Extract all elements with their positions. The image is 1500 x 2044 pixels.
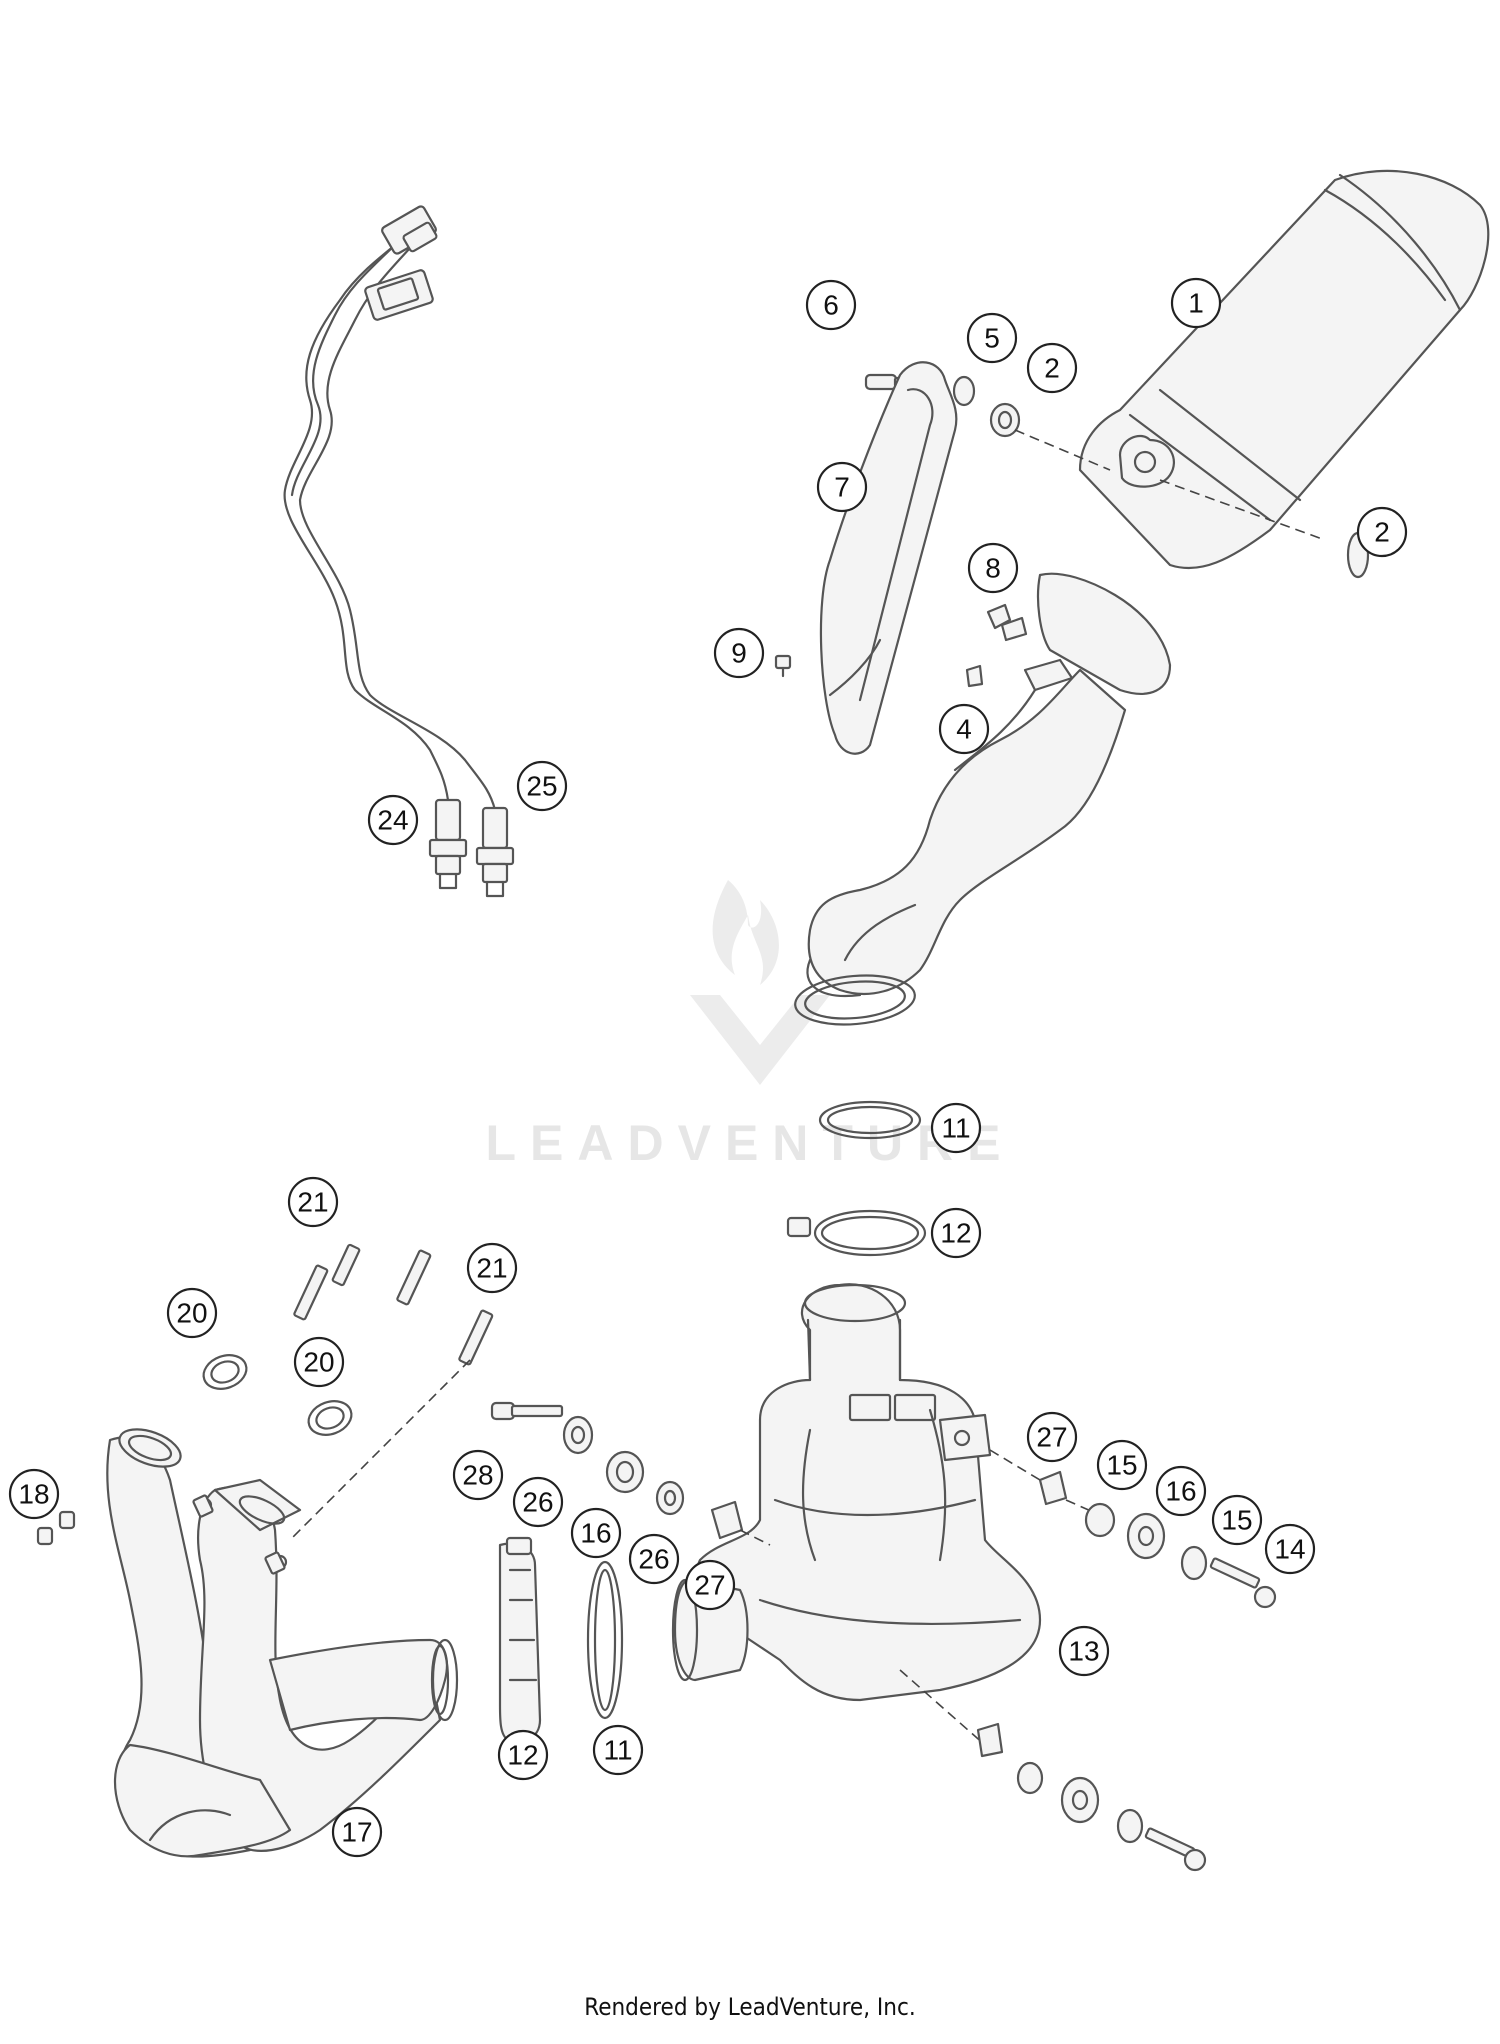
- svg-text:21: 21: [476, 1253, 507, 1284]
- callout-20: 20: [166, 1287, 218, 1339]
- callout-4: 4: [938, 703, 990, 755]
- callout-25: 25: [516, 760, 568, 812]
- svg-text:8: 8: [985, 553, 1001, 584]
- svg-text:17: 17: [341, 1817, 372, 1848]
- callout-12: 12: [930, 1207, 982, 1259]
- callout-21: 21: [287, 1176, 339, 1228]
- callout-21: 21: [466, 1242, 518, 1294]
- box-mount-hardware-lower: [899, 1669, 1207, 1872]
- svg-text:1: 1: [1188, 288, 1204, 319]
- callout-8: 8: [967, 542, 1019, 594]
- footer-credit: Rendered by LeadVenture, Inc.: [584, 1993, 916, 2021]
- leadventure-watermark: LEADVENTURE: [485, 880, 1014, 1171]
- lambda-sensor-harness: [283, 205, 515, 898]
- svg-text:24: 24: [377, 805, 408, 836]
- box-mount-hardware-left: [490, 1401, 771, 1546]
- svg-text:14: 14: [1274, 1534, 1305, 1565]
- header-nuts: [36, 1510, 76, 1546]
- svg-text:9: 9: [731, 638, 747, 669]
- svg-text:11: 11: [941, 1113, 970, 1144]
- header-pipe: [106, 1428, 459, 1858]
- svg-text:16: 16: [580, 1518, 611, 1549]
- svg-text:2: 2: [1374, 517, 1390, 548]
- svg-text:26: 26: [522, 1487, 553, 1518]
- rear-silencer: [794, 169, 1490, 1026]
- callout-6: 6: [805, 279, 857, 331]
- callout-15: 15: [1096, 1439, 1148, 1491]
- svg-text:18: 18: [18, 1479, 49, 1510]
- svg-text:12: 12: [507, 1740, 538, 1771]
- svg-text:20: 20: [176, 1298, 207, 1329]
- svg-text:12: 12: [940, 1218, 971, 1249]
- callout-2: 2: [1026, 342, 1078, 394]
- callout-17: 17: [331, 1806, 383, 1858]
- svg-text:26: 26: [638, 1544, 669, 1575]
- svg-text:4: 4: [956, 714, 972, 745]
- callout-28: 28: [452, 1449, 504, 1501]
- svg-text:11: 11: [603, 1735, 632, 1766]
- upper-gasket-and-clamp: [786, 1100, 927, 1257]
- main-silencer-box: [671, 1283, 1042, 1702]
- svg-text:2: 2: [1044, 353, 1060, 384]
- callout-1: 1: [1170, 277, 1222, 329]
- lower-gasket-and-clamp: [498, 1536, 624, 1743]
- svg-text:15: 15: [1221, 1505, 1252, 1536]
- watermark-text: LEADVENTURE: [485, 1115, 1014, 1171]
- callout-14: 14: [1264, 1523, 1316, 1575]
- callout-15: 15: [1211, 1494, 1263, 1546]
- callout-9: 9: [713, 627, 765, 679]
- svg-text:20: 20: [303, 1347, 334, 1378]
- header-gaskets-and-studs: [202, 1243, 494, 1541]
- callout-11: 11: [930, 1102, 982, 1154]
- callout-2: 2: [1356, 506, 1408, 558]
- svg-text:27: 27: [694, 1570, 725, 1601]
- svg-text:25: 25: [526, 771, 557, 802]
- box-mount-hardware-right: [989, 1449, 1277, 1609]
- svg-text:7: 7: [834, 472, 850, 503]
- svg-text:27: 27: [1036, 1422, 1067, 1453]
- svg-text:28: 28: [462, 1460, 493, 1491]
- callout-5: 5: [966, 312, 1018, 364]
- callout-27: 27: [1026, 1411, 1078, 1463]
- callout-7: 7: [816, 461, 868, 513]
- callout-24: 24: [367, 794, 419, 846]
- callout-12: 12: [497, 1729, 549, 1781]
- svg-text:13: 13: [1068, 1636, 1099, 1667]
- svg-text:15: 15: [1106, 1450, 1137, 1481]
- svg-text:21: 21: [297, 1187, 328, 1218]
- callout-16: 16: [570, 1507, 622, 1559]
- svg-text:6: 6: [823, 290, 839, 321]
- callout-18: 18: [8, 1468, 60, 1520]
- callout-26: 26: [512, 1476, 564, 1528]
- svg-text:5: 5: [984, 323, 1000, 354]
- callout-27: 27: [684, 1559, 736, 1611]
- callout-16: 16: [1155, 1465, 1207, 1517]
- callout-20: 20: [293, 1336, 345, 1388]
- callout-11: 11: [592, 1724, 644, 1776]
- callout-13: 13: [1058, 1625, 1110, 1677]
- svg-text:16: 16: [1165, 1476, 1196, 1507]
- callout-26: 26: [628, 1533, 680, 1585]
